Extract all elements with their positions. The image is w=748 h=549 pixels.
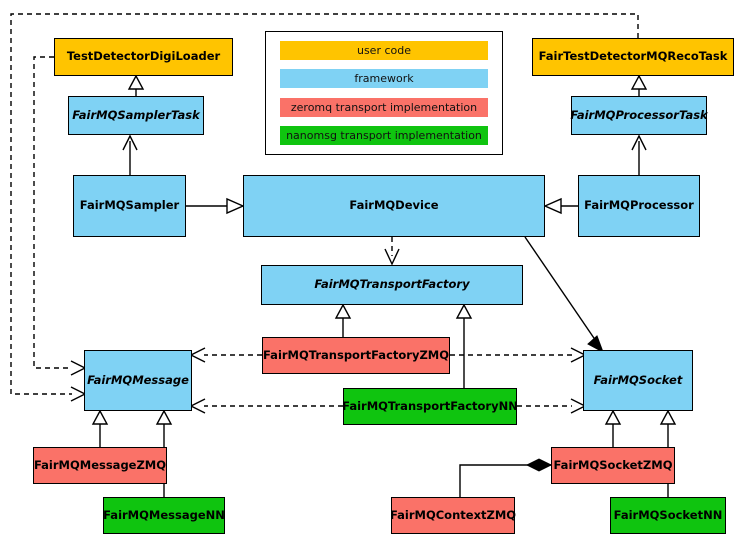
node-fairmq-transport-factory-zmq[interactable]: FairMQTransportFactoryZMQ: [262, 337, 450, 374]
node-fairmq-socket[interactable]: FairMQSocket: [583, 350, 693, 411]
node-fairmq-context-zmq[interactable]: FairMQContextZMQ: [389, 497, 517, 534]
generalization-arrowhead-device-right: [543, 197, 562, 215]
generalization-arrowhead-digiloader: [127, 74, 145, 90]
open-arrowhead-samplertask: [122, 134, 138, 151]
node-fairmq-transport-factory-nn[interactable]: FairMQTransportFactoryNN: [342, 388, 518, 425]
edge-socketzmq-to-contextzmq: [459, 464, 551, 497]
node-label: FairMQTransportFactory: [314, 277, 470, 292]
node-label: FairTestDetectorMQRecoTask: [538, 49, 728, 64]
node-test-detector-digi-loader[interactable]: TestDetectorDigiLoader: [54, 38, 233, 76]
node-fairmq-socket-zmq[interactable]: FairMQSocketZMQ: [551, 447, 675, 484]
open-arrowhead-processortask: [631, 134, 647, 151]
generalization-arrowhead-tf-right: [455, 303, 473, 319]
legend-label: zeromq transport implementation: [290, 100, 478, 114]
legend: user code framework zeromq transport imp…: [265, 31, 503, 155]
legend-label: nanomsg transport implementation: [286, 128, 482, 142]
generalization-arrowhead-tf-left: [334, 303, 352, 319]
dependency-arrowhead-message-tfnn: [189, 398, 206, 414]
node-label: FairMQSocketNN: [613, 507, 723, 522]
generalization-arrowhead-message-right: [155, 409, 173, 425]
node-label: FairMQMessage: [87, 372, 189, 387]
composition-diamond-socketzmq: [525, 458, 553, 472]
legend-item-user-code: user code: [280, 41, 488, 60]
node-fairmq-processor-task[interactable]: FairMQProcessorTask: [570, 96, 708, 135]
legend-item-nanomsg: nanomsg transport implementation: [280, 125, 488, 145]
node-fairmq-message-nn[interactable]: FairMQMessageNN: [103, 497, 225, 534]
node-fairmq-sampler[interactable]: FairMQSampler: [73, 175, 186, 237]
node-fairmq-message[interactable]: FairMQMessage: [84, 350, 192, 411]
node-label: FairMQSocketZMQ: [553, 457, 673, 472]
edge-digiloader-to-message: [33, 56, 72, 369]
node-label: FairMQSocket: [593, 372, 683, 387]
dependency-arrowhead-transportfactory: [384, 248, 400, 266]
node-label: FairMQSampler: [79, 198, 180, 213]
node-label: FairMQContextZMQ: [389, 507, 517, 522]
node-label: FairMQTransportFactoryZMQ: [263, 347, 450, 362]
node-label: FairMQSamplerTask: [72, 107, 200, 122]
node-label: FairMQDevice: [349, 198, 439, 213]
dependency-arrowhead-message-tfzmq: [189, 347, 206, 363]
node-label: FairMQMessageNN: [103, 507, 225, 522]
node-fair-test-detector-mq-reco-task[interactable]: FairTestDetectorMQRecoTask: [532, 38, 734, 76]
node-label: FairMQMessageZMQ: [33, 457, 167, 472]
legend-item-framework: framework: [280, 69, 488, 89]
generalization-arrowhead-recotask: [630, 74, 648, 90]
generalization-arrowhead-socket-right: [659, 409, 677, 425]
node-fairmq-device[interactable]: FairMQDevice: [243, 175, 545, 237]
generalization-arrowhead-message-left: [91, 409, 109, 425]
legend-item-zeromq: zeromq transport implementation: [280, 97, 488, 117]
generalization-arrowhead-device-left: [226, 197, 245, 215]
dependency-arrowhead-message-recotask: [70, 386, 87, 402]
edge-device-to-socket: [524, 236, 599, 345]
legend-label: framework: [354, 72, 414, 86]
node-fairmq-message-zmq[interactable]: FairMQMessageZMQ: [33, 447, 167, 484]
node-fairmq-processor[interactable]: FairMQProcessor: [578, 175, 700, 237]
node-label: FairMQProcessor: [584, 198, 694, 213]
dependency-arrowhead-message-digiloader: [70, 360, 87, 376]
node-fairmq-socket-nn[interactable]: FairMQSocketNN: [610, 497, 726, 534]
node-fairmq-transport-factory[interactable]: FairMQTransportFactory: [261, 265, 523, 305]
legend-label: user code: [356, 44, 412, 57]
node-label: FairMQProcessorTask: [570, 107, 708, 122]
generalization-arrowhead-socket-left: [604, 409, 622, 425]
node-fairmq-sampler-task[interactable]: FairMQSamplerTask: [68, 96, 204, 135]
node-label: TestDetectorDigiLoader: [66, 49, 221, 64]
node-label: FairMQTransportFactoryNN: [342, 398, 518, 413]
